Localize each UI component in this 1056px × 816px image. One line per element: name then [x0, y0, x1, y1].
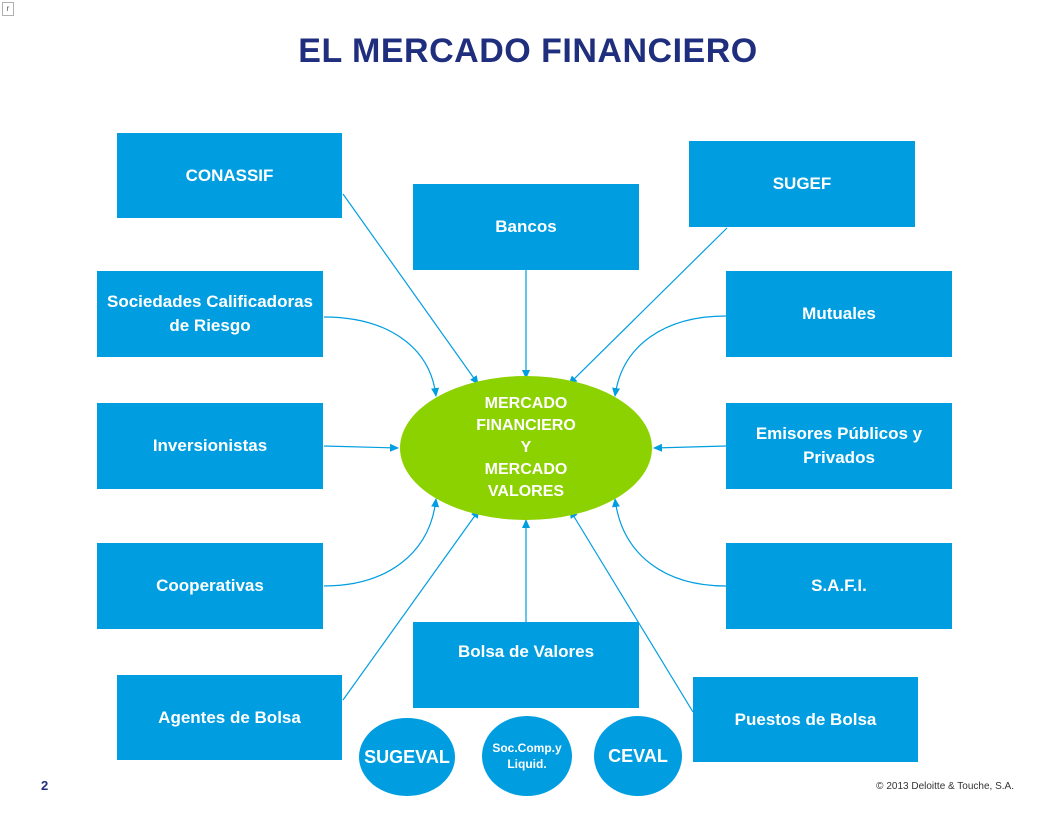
inversionistas-box: Inversionistas	[97, 403, 323, 489]
page-title: EL MERCADO FINANCIERO	[298, 32, 758, 70]
mutuales-box: Mutuales	[726, 271, 952, 357]
puestos-de-bolsa-box: Puestos de Bolsa	[693, 677, 918, 762]
arrow-puestos	[569, 509, 694, 713]
arrow-inversionistas	[323, 443, 399, 452]
center-ellipse: MERCADO FINANCIERO Y MERCADO VALORES	[400, 376, 652, 520]
corner-mark: r	[2, 2, 14, 16]
emisores-box: Emisores Públicos y Privados	[726, 403, 952, 489]
sociedades-box: Sociedades Calificadoras de Riesgo	[97, 271, 323, 357]
copyright-notice: © 2013 Deloitte & Touche, S.A.	[876, 781, 1014, 792]
soc-comp-liquid-circle: Soc.Comp.y Liquid.	[482, 716, 572, 796]
cooperativas-box: Cooperativas	[97, 543, 323, 629]
arrow-sugef	[568, 227, 728, 385]
bancos-box: Bancos	[413, 184, 639, 270]
safi-box: S.A.F.I.	[726, 543, 952, 629]
page-number: 2	[41, 778, 49, 793]
arrow-safi	[612, 498, 727, 587]
agentes-de-bolsa-box: Agentes de Bolsa	[117, 675, 342, 760]
arrow-mutuales	[612, 315, 727, 397]
arrow-sociedades	[323, 316, 440, 397]
conassif-box: CONASSIF	[117, 133, 342, 218]
arrow-conassif	[342, 193, 479, 385]
arrow-agentes	[342, 509, 480, 701]
sugef-box: SUGEF	[689, 141, 915, 227]
bolsa-de-valores-box: Bolsa de Valores	[413, 622, 639, 708]
ceval-circle: CEVAL	[594, 716, 682, 796]
sugeval-circle: SUGEVAL	[359, 718, 455, 796]
arrow-emisores	[653, 443, 727, 452]
arrow-cooperativas	[323, 498, 440, 587]
